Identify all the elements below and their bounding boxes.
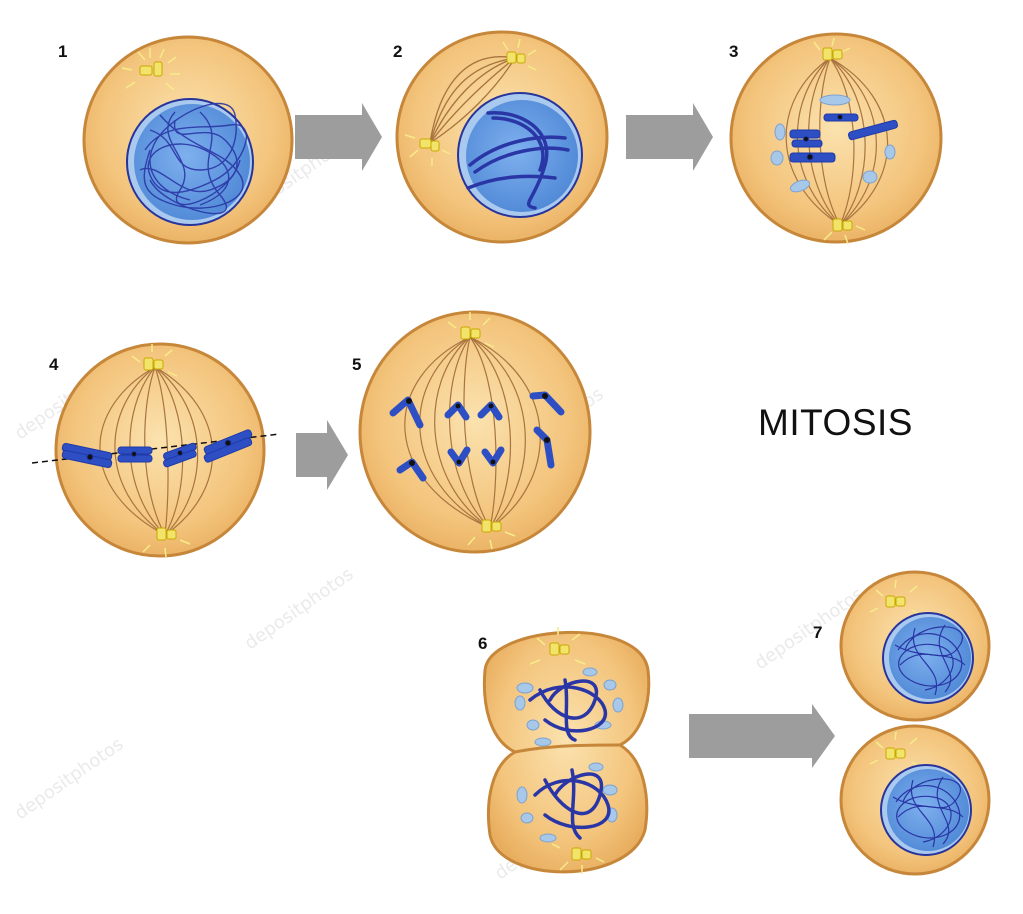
centrosome-icon — [404, 134, 451, 166]
centrosome-icon — [142, 527, 191, 558]
arrow-1-to-2 — [295, 103, 382, 171]
spindle-fibers — [404, 336, 541, 529]
cell-stage-4 — [31, 342, 281, 558]
step-number-6: 6 — [478, 634, 487, 653]
chromosomes — [789, 113, 899, 163]
centrosome-icon — [823, 218, 866, 245]
spindle-fibers — [429, 56, 516, 144]
step-number-2: 2 — [393, 42, 402, 61]
step-number-5: 5 — [352, 355, 361, 374]
centrosome-icon — [502, 38, 537, 71]
centrosome-icon — [467, 519, 516, 550]
vesicles — [770, 94, 896, 193]
centrosome-icon — [869, 579, 921, 616]
chromatin — [139, 102, 248, 215]
chromatin — [528, 678, 611, 840]
arrow-4-to-5 — [296, 420, 348, 490]
arrow-6-to-7 — [689, 704, 835, 768]
centrosome-icon — [121, 48, 180, 91]
cell-stage-2 — [395, 30, 609, 244]
centrosome-icon — [447, 312, 495, 348]
watermark-text: depositphotos — [11, 734, 128, 824]
chromatin — [892, 776, 964, 848]
step-number-4: 4 — [49, 355, 59, 374]
arrow-2-to-3 — [626, 103, 713, 171]
step-number-3: 3 — [729, 42, 738, 61]
cell-stage-5 — [358, 310, 592, 554]
centrosome-icon — [529, 627, 586, 665]
step-number-1: 1 — [58, 42, 67, 61]
cell-stage-7-top — [839, 570, 991, 722]
cell-stage-6 — [482, 627, 651, 874]
chromosomes — [61, 429, 253, 469]
centrosome-icon — [813, 37, 851, 61]
vesicles — [514, 667, 624, 843]
watermark-text: depositphotos — [241, 564, 358, 654]
cell-stage-3 — [729, 32, 943, 245]
cell-stage-1 — [82, 35, 294, 245]
chromatin — [894, 624, 966, 696]
step-number-7: 7 — [813, 623, 822, 642]
cell-stage-7-bottom — [839, 724, 991, 876]
centrosome-icon — [131, 344, 178, 377]
chromatin — [466, 110, 570, 210]
centrosome-icon — [551, 843, 605, 874]
centrosome-icon — [869, 731, 921, 768]
centromeres — [406, 393, 550, 466]
diagram-title: MITOSIS — [758, 402, 913, 443]
